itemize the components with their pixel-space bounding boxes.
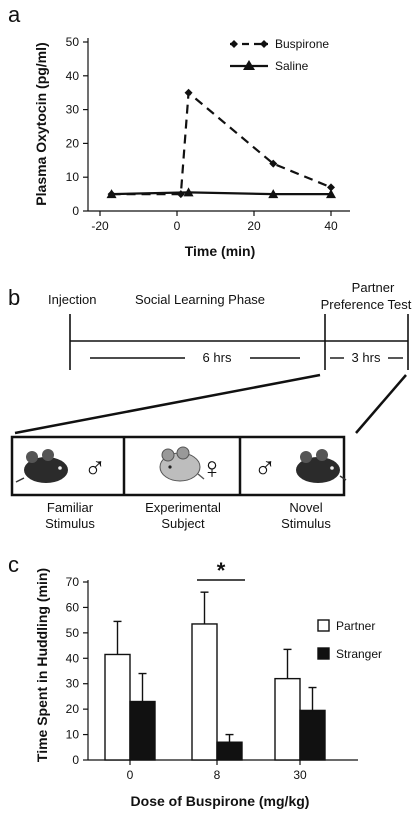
significance-star: * [217, 558, 226, 583]
data-point-saline [106, 189, 117, 199]
familiar-stimulus-vole-icon [15, 449, 68, 483]
three-chamber-apparatus: ♂ ♀ ♂ Familiar Stimulus Experimental Sub… [10, 435, 347, 531]
y-tick-label: 30 [66, 103, 80, 117]
chart-a-x-axis-title: Time (min) [185, 243, 256, 259]
data-point-buspirone [176, 190, 185, 199]
timeline-partner-test-label-line1: Partner [352, 280, 395, 295]
x-tick-label: 0 [174, 219, 181, 233]
experimental-subject-label-line1: Experimental [145, 500, 221, 515]
y-tick-label: 0 [72, 753, 79, 767]
y-tick-label: 20 [66, 136, 80, 150]
data-point-saline [183, 187, 194, 197]
zoom-line-right [355, 374, 407, 434]
bar-partner [274, 677, 301, 761]
apparatus-outline [10, 435, 346, 497]
panel-label-a: a [8, 2, 21, 27]
novel-stimulus-label-line2: Stimulus [281, 516, 331, 531]
x-tick-label: 20 [247, 219, 261, 233]
y-tick-label: 50 [66, 626, 80, 640]
duration-6h-label: 6 hrs [203, 350, 232, 365]
chart-a-y-axis-title: Plasma Oxytocin (pg/ml) [33, 42, 49, 205]
y-tick-label: 40 [66, 69, 80, 83]
data-point-buspirone [184, 88, 193, 97]
timeline-learning-phase-label: Social Learning Phase [135, 292, 265, 307]
y-tick-label: 0 [72, 204, 79, 218]
bar-partner [104, 653, 131, 761]
legend-label-saline: Saline [275, 59, 309, 73]
data-point-saline [326, 189, 336, 199]
legend-label-buspirone: Buspirone [275, 37, 329, 51]
experimental-timeline: Injection Social Learning Phase Partner … [14, 280, 412, 435]
x-tick-label: 40 [324, 219, 338, 233]
y-tick-label: 40 [66, 651, 80, 665]
novel-stimulus-label-line1: Novel [289, 500, 322, 515]
y-tick-label: 70 [66, 575, 80, 589]
legend-label-partner: Partner [336, 619, 375, 633]
legend-marker-saline [243, 60, 255, 70]
familiar-stimulus-label-line2: Stimulus [45, 516, 95, 531]
series-line-saline [111, 191, 331, 196]
panel-label-b: b [8, 285, 20, 310]
data-point-buspirone [269, 159, 278, 168]
bar-partner [191, 623, 218, 761]
novel-stimulus-vole-icon [296, 449, 347, 483]
male-symbol-right: ♂ [254, 452, 277, 485]
legend-marker-buspirone [230, 40, 238, 48]
y-tick-label: 30 [66, 677, 80, 691]
x-tick-label: 8 [214, 768, 221, 782]
zoom-line-left [14, 373, 321, 435]
oxytocin-line-chart: Plasma Oxytocin (pg/ml) Time (min) 0 10 20… [33, 35, 350, 259]
data-point-saline [268, 189, 279, 199]
y-tick-label: 60 [66, 600, 80, 614]
female-symbol: ♀ [201, 452, 224, 485]
timeline-injection-label: Injection [48, 292, 96, 307]
legend-label-stranger: Stranger [336, 647, 382, 661]
legend-swatch-partner [317, 619, 330, 632]
timeline-partner-test-label-line2: Preference Test [321, 297, 412, 312]
chart-c-x-axis-title: Dose of Buspirone (mg/kg) [131, 793, 310, 809]
y-tick-label: 10 [66, 170, 80, 184]
x-tick-label: -20 [91, 219, 109, 233]
y-tick-label: 20 [66, 702, 80, 716]
bar-stranger [129, 700, 156, 761]
duration-3h-label: 3 hrs [352, 350, 381, 365]
chart-c-y-axis-title: Time Spent in Huddling (min) [34, 568, 50, 762]
huddling-bar-chart: Time Spent in Huddling (min) Dose of Bus… [34, 558, 382, 809]
series-line-buspirone [111, 90, 332, 196]
x-tick-label: 30 [293, 768, 307, 782]
panel-label-c: c [8, 552, 19, 577]
experimental-subject-vole-icon [159, 446, 205, 482]
familiar-stimulus-label-line1: Familiar [47, 500, 94, 515]
legend-swatch-stranger [317, 647, 330, 660]
experimental-subject-label-line2: Subject [161, 516, 205, 531]
legend-marker-buspirone [260, 40, 268, 48]
data-point-buspirone [327, 183, 335, 192]
y-tick-label: 10 [66, 728, 80, 742]
y-tick-label: 50 [66, 35, 80, 49]
male-symbol-left: ♂ [84, 452, 107, 485]
bar-stranger [299, 709, 326, 761]
bar-stranger [216, 741, 243, 761]
x-tick-label: 0 [127, 768, 134, 782]
